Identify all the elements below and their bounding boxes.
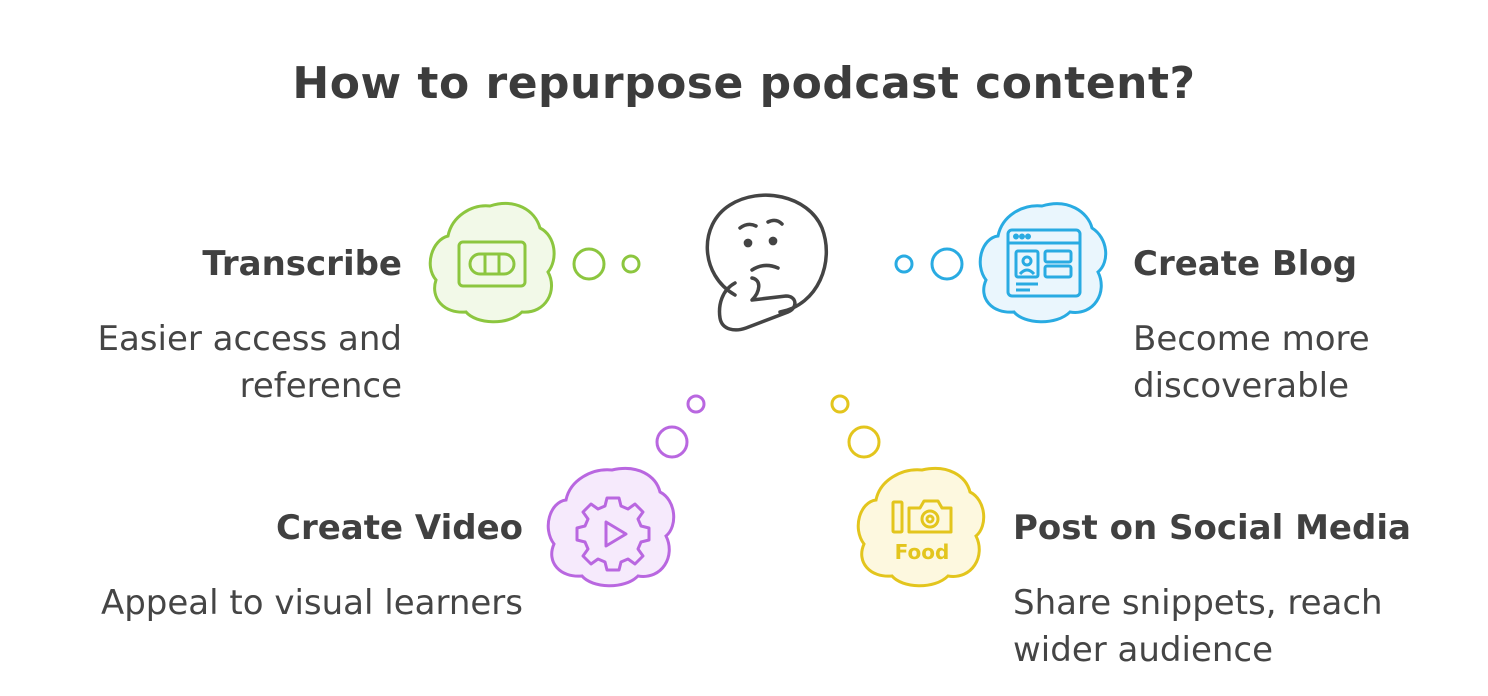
- social-media-description: Share snippets, reach wider audience: [1013, 580, 1383, 674]
- create-blog-node: [894, 202, 1108, 324]
- create-blog-desc-line2: discoverable: [1133, 366, 1350, 406]
- create-video-description: Appeal to visual learners: [101, 580, 523, 627]
- food-label: Food: [895, 540, 950, 564]
- create-video-desc-line1: Appeal to visual learners: [100, 583, 523, 623]
- cassette-icon: [457, 240, 527, 288]
- transcribe-heading: Transcribe: [202, 244, 402, 284]
- social-media-heading: Post on Social Media: [1013, 508, 1411, 548]
- page-title: How to repurpose podcast content?: [292, 58, 1196, 109]
- social-media-desc-line1: Share snippets, reach: [1013, 583, 1383, 623]
- thinking-face-icon: [705, 193, 829, 332]
- transcribe-desc-line2: reference: [239, 366, 402, 406]
- transcribe-desc-line1: Easier access and: [97, 319, 402, 359]
- create-blog-description: Become more discoverable: [1133, 316, 1370, 410]
- create-blog-desc-line1: Become more: [1133, 319, 1370, 359]
- transcribe-node: [428, 201, 641, 324]
- social-media-node: Food: [830, 394, 986, 588]
- create-video-node: [546, 394, 706, 588]
- food-camera-icon: [891, 499, 953, 534]
- transcribe-description: Easier access and reference: [97, 316, 402, 410]
- create-blog-heading: Create Blog: [1133, 244, 1358, 284]
- create-video-heading: Create Video: [276, 508, 523, 548]
- video-gear-icon: [575, 496, 651, 572]
- webpage-icon: [1006, 228, 1082, 298]
- social-media-desc-line2: wider audience: [1013, 630, 1274, 670]
